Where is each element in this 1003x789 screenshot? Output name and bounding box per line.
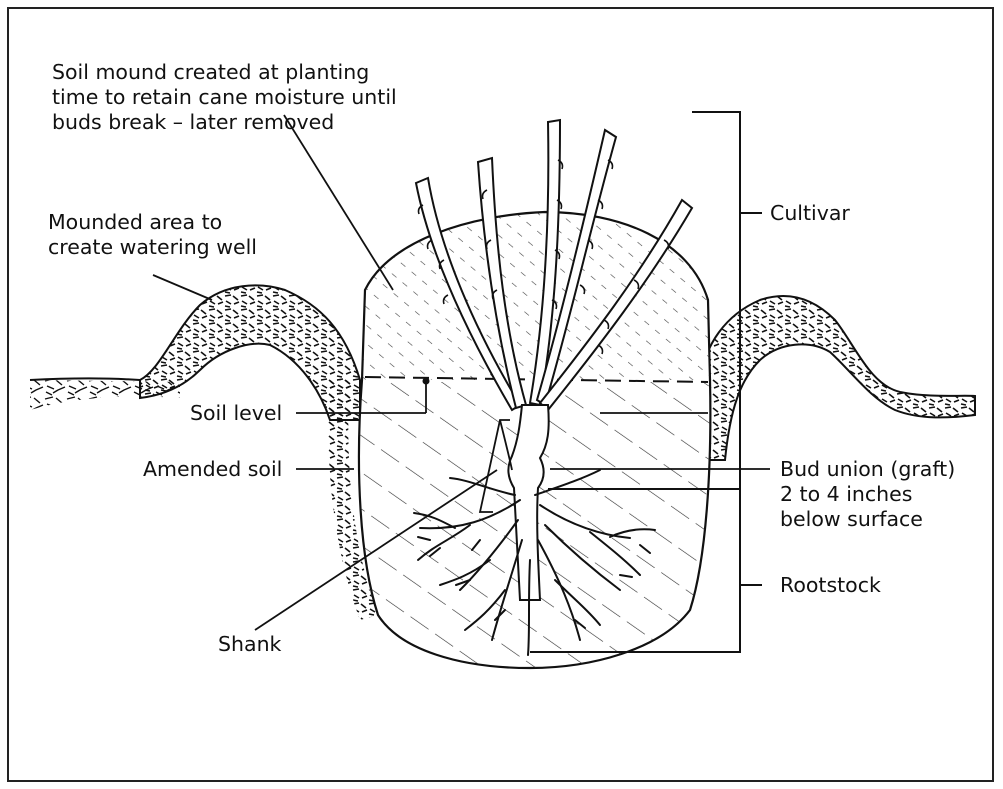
left-berm [140,285,360,420]
label-mounded-area: Mounded area to create watering well [48,210,257,260]
label-shank: Shank [218,632,281,657]
label-rootstock: Rootstock [780,573,881,598]
label-cultivar: Cultivar [770,201,850,226]
label-soil-mound: Soil mound created at planting time to r… [52,60,397,135]
label-amended-soil: Amended soil [143,457,282,482]
right-berm [700,296,975,460]
label-bud-union: Bud union (graft) 2 to 4 inches below su… [780,457,955,532]
label-soil-level: Soil level [190,401,282,426]
